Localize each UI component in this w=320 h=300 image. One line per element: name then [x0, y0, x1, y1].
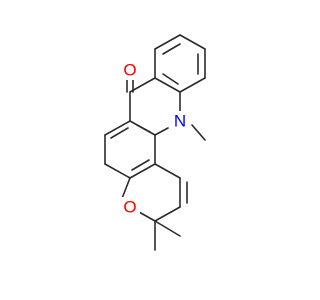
carbonyl-oxygen-label: O — [123, 61, 136, 80]
molecule-structure: O N O — [104, 34, 206, 251]
bond — [179, 34, 206, 50]
bond — [154, 206, 181, 222]
atom-carbonyl-oxygen: O — [120, 60, 140, 80]
atom-ring-nitrogen: N — [170, 111, 190, 131]
bond — [162, 73, 179, 85]
acridone-ring — [126, 77, 206, 165]
benzo-ring — [154, 34, 206, 93]
bond — [154, 163, 181, 179]
bond — [104, 120, 131, 136]
bond — [136, 124, 151, 133]
bond — [129, 77, 156, 93]
bond — [131, 159, 150, 171]
bond — [191, 124, 206, 141]
bond — [129, 163, 156, 179]
bond — [154, 220, 181, 237]
bond — [154, 34, 181, 50]
bond — [179, 77, 206, 93]
pyran-ring — [120, 163, 188, 251]
ring-oxygen-label: O — [123, 198, 136, 217]
lower-benzene-ring — [104, 120, 156, 179]
bond — [110, 127, 129, 139]
bond — [138, 211, 156, 222]
bond — [154, 77, 181, 93]
bond — [104, 163, 131, 179]
ring-nitrogen-label: N — [174, 112, 186, 131]
atom-ring-oxygen: O — [120, 197, 140, 217]
bond — [154, 127, 169, 136]
bond — [162, 43, 181, 55]
